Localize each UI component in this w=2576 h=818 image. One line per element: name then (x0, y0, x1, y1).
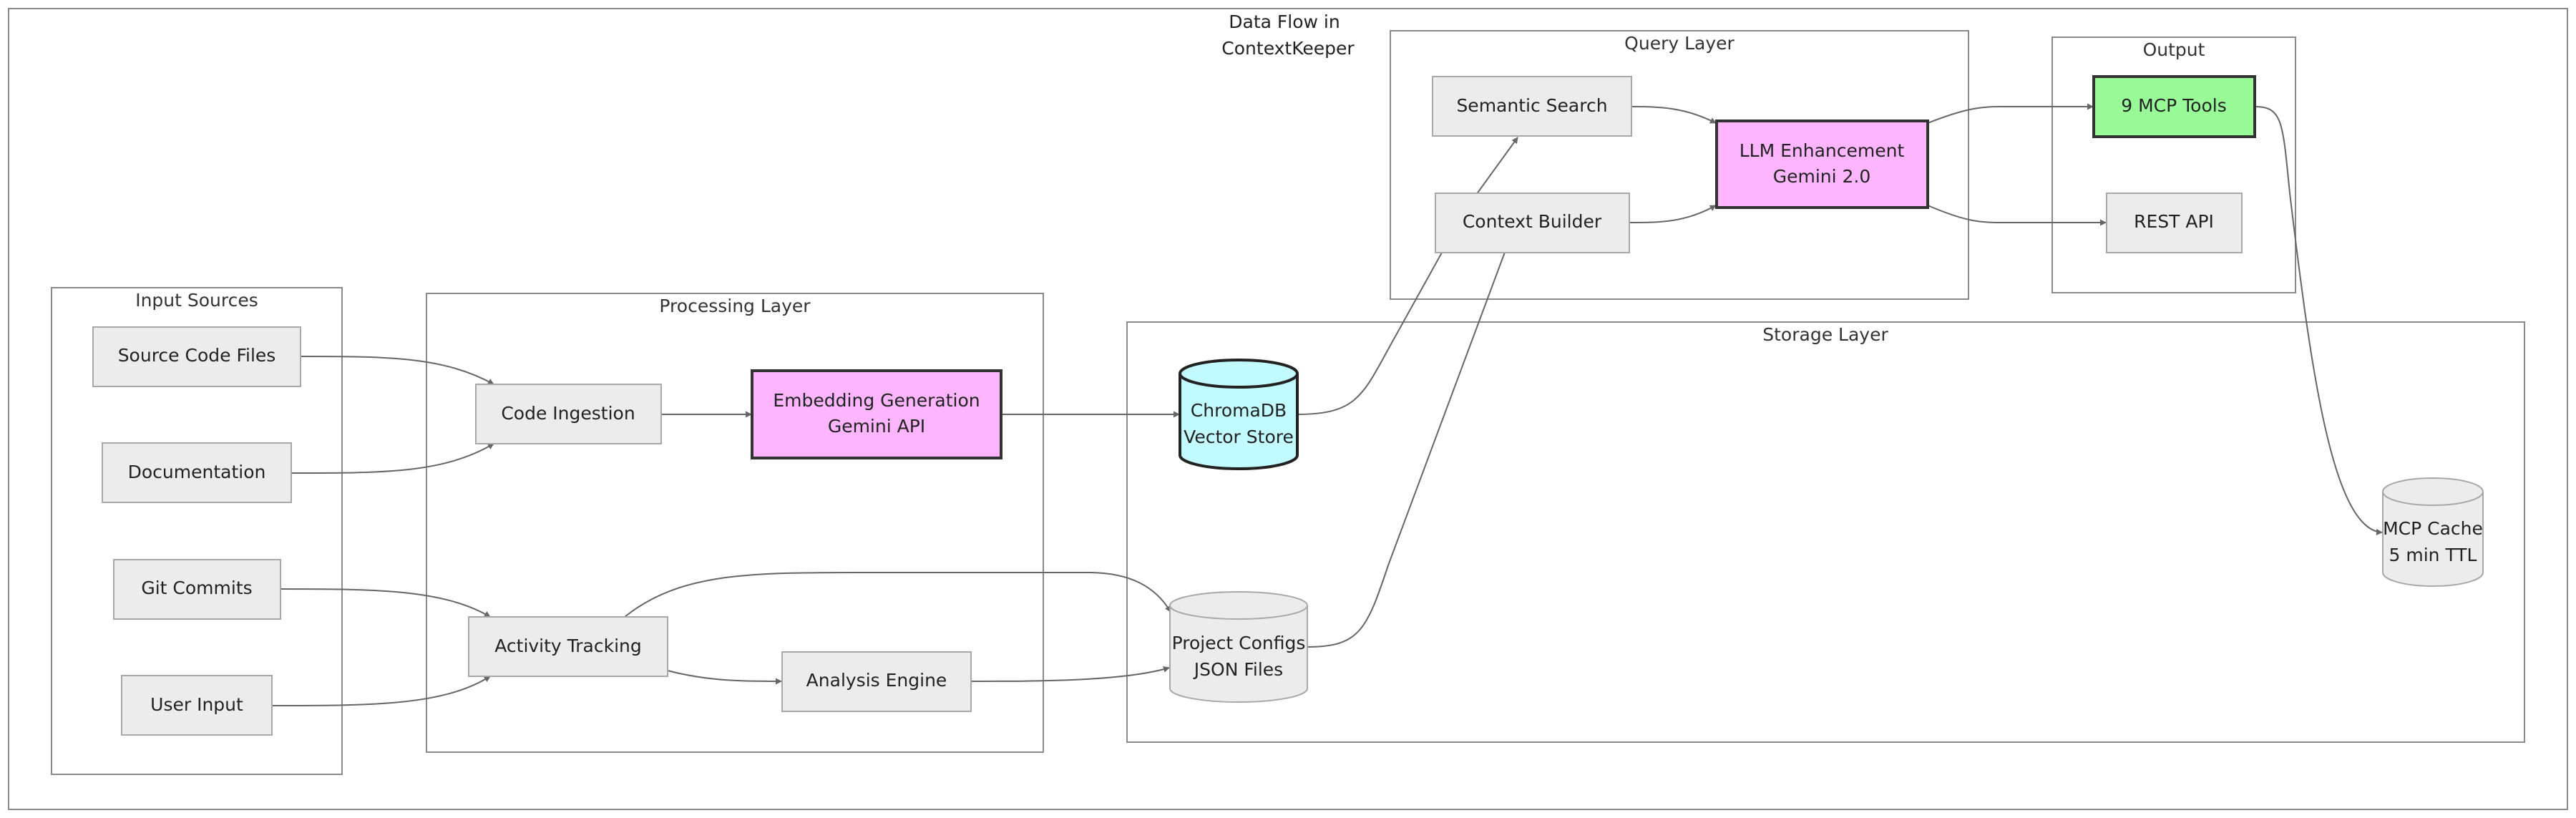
edge-user-input-to-activity (271, 676, 491, 706)
svg-text:Documentation: Documentation (128, 462, 266, 482)
node-mcp-tools: 9 MCP Tools (2092, 75, 2256, 138)
group-query-layer: Query Layer (1390, 30, 1969, 300)
node-source-code-files: Source Code Files (92, 326, 301, 387)
group-processing-layer: Processing Layer (426, 293, 1044, 753)
group-label-processing: Processing Layer (659, 296, 811, 316)
edge-mcp-tools-to-mcp-cache (2254, 106, 2383, 535)
edge-git-commits-to-activity (280, 588, 491, 618)
diagram-title-line-1: Data Flow in (1229, 11, 1340, 32)
svg-text:Embedding Generation: Embedding Generation (773, 390, 980, 411)
node-semantic-search: Semantic Search (1432, 76, 1632, 137)
edges (271, 103, 2383, 706)
group-input-sources: Input Sources (51, 287, 343, 775)
edge-analysis-to-project-configs (970, 666, 1170, 682)
svg-text:Analysis Engine: Analysis Engine (806, 670, 947, 691)
node-context-builder: Context Builder (1435, 193, 1630, 253)
svg-text:User Input: User Input (150, 694, 243, 715)
node-mcp-cache: MCP Cache 5 min TTL (2382, 477, 2484, 587)
node-git-commits: Git Commits (113, 559, 281, 620)
svg-text:MCP Cache: MCP Cache (2383, 518, 2483, 539)
edge-source-code-to-code-ingestion (300, 356, 494, 385)
outer-frame (8, 8, 2568, 810)
edge-llm-to-rest-api (1927, 205, 2107, 226)
edge-project-configs-to-context-builder (1307, 200, 1526, 648)
edge-documentation-to-code-ingestion (291, 443, 494, 474)
svg-text:Gemini 2.0: Gemini 2.0 (1773, 166, 1871, 187)
node-documentation: Documentation (102, 442, 292, 503)
group-label-input: Input Sources (135, 290, 258, 311)
svg-text:JSON Files: JSON Files (1193, 659, 1283, 680)
edge-context-builder-to-llm (1629, 205, 1717, 223)
group-label-query: Query Layer (1624, 33, 1735, 54)
edge-llm-to-mcp-tools (1927, 103, 2094, 124)
svg-text:Code Ingestion: Code Ingestion (501, 403, 635, 424)
diagram-title-line-2: ContextKeeper (1221, 38, 1355, 59)
svg-text:5 min TTL: 5 min TTL (2389, 545, 2477, 565)
node-embedding-generation: Embedding Generation Gemini API (751, 369, 1002, 459)
node-user-input: User Input (121, 675, 273, 736)
svg-text:Context Builder: Context Builder (1463, 211, 1602, 232)
node-activity-tracking: Activity Tracking (468, 616, 668, 677)
svg-text:Project Configs: Project Configs (1172, 633, 1306, 653)
group-label-output: Output (2143, 39, 2205, 60)
svg-text:ChromaDB: ChromaDB (1191, 400, 1287, 421)
svg-text:Semantic Search: Semantic Search (1456, 95, 1607, 116)
group-label-storage: Storage Layer (1762, 324, 1888, 345)
svg-text:Source Code Files: Source Code Files (118, 345, 276, 366)
node-project-configs: Project Configs JSON Files (1169, 591, 1308, 703)
node-rest-api: REST API (2106, 193, 2243, 253)
edge-semantic-search-to-llm (1631, 106, 1717, 124)
node-llm-enhancement: LLM Enhancement Gemini 2.0 (1715, 120, 1929, 209)
node-chromadb-vector-store: ChromaDB Vector Store (1179, 359, 1299, 470)
edge-activity-to-project-configs (624, 572, 1171, 618)
edge-chromadb-to-semantic-search (1297, 137, 1518, 415)
svg-text:Activity Tracking: Activity Tracking (494, 636, 642, 656)
node-code-ingestion: Code Ingestion (475, 384, 662, 444)
svg-text:Gemini API: Gemini API (828, 416, 925, 437)
svg-text:REST API: REST API (2134, 211, 2214, 232)
svg-text:Git Commits: Git Commits (141, 578, 252, 598)
edge-activity-to-analysis (667, 670, 782, 685)
group-storage-layer: Storage Layer (1126, 321, 2525, 743)
node-analysis-engine: Analysis Engine (781, 651, 972, 712)
svg-text:9 MCP Tools: 9 MCP Tools (2121, 95, 2227, 116)
svg-text:LLM Enhancement: LLM Enhancement (1740, 140, 1905, 161)
group-output: Output (2051, 36, 2296, 293)
svg-text:Vector Store: Vector Store (1184, 427, 1294, 447)
